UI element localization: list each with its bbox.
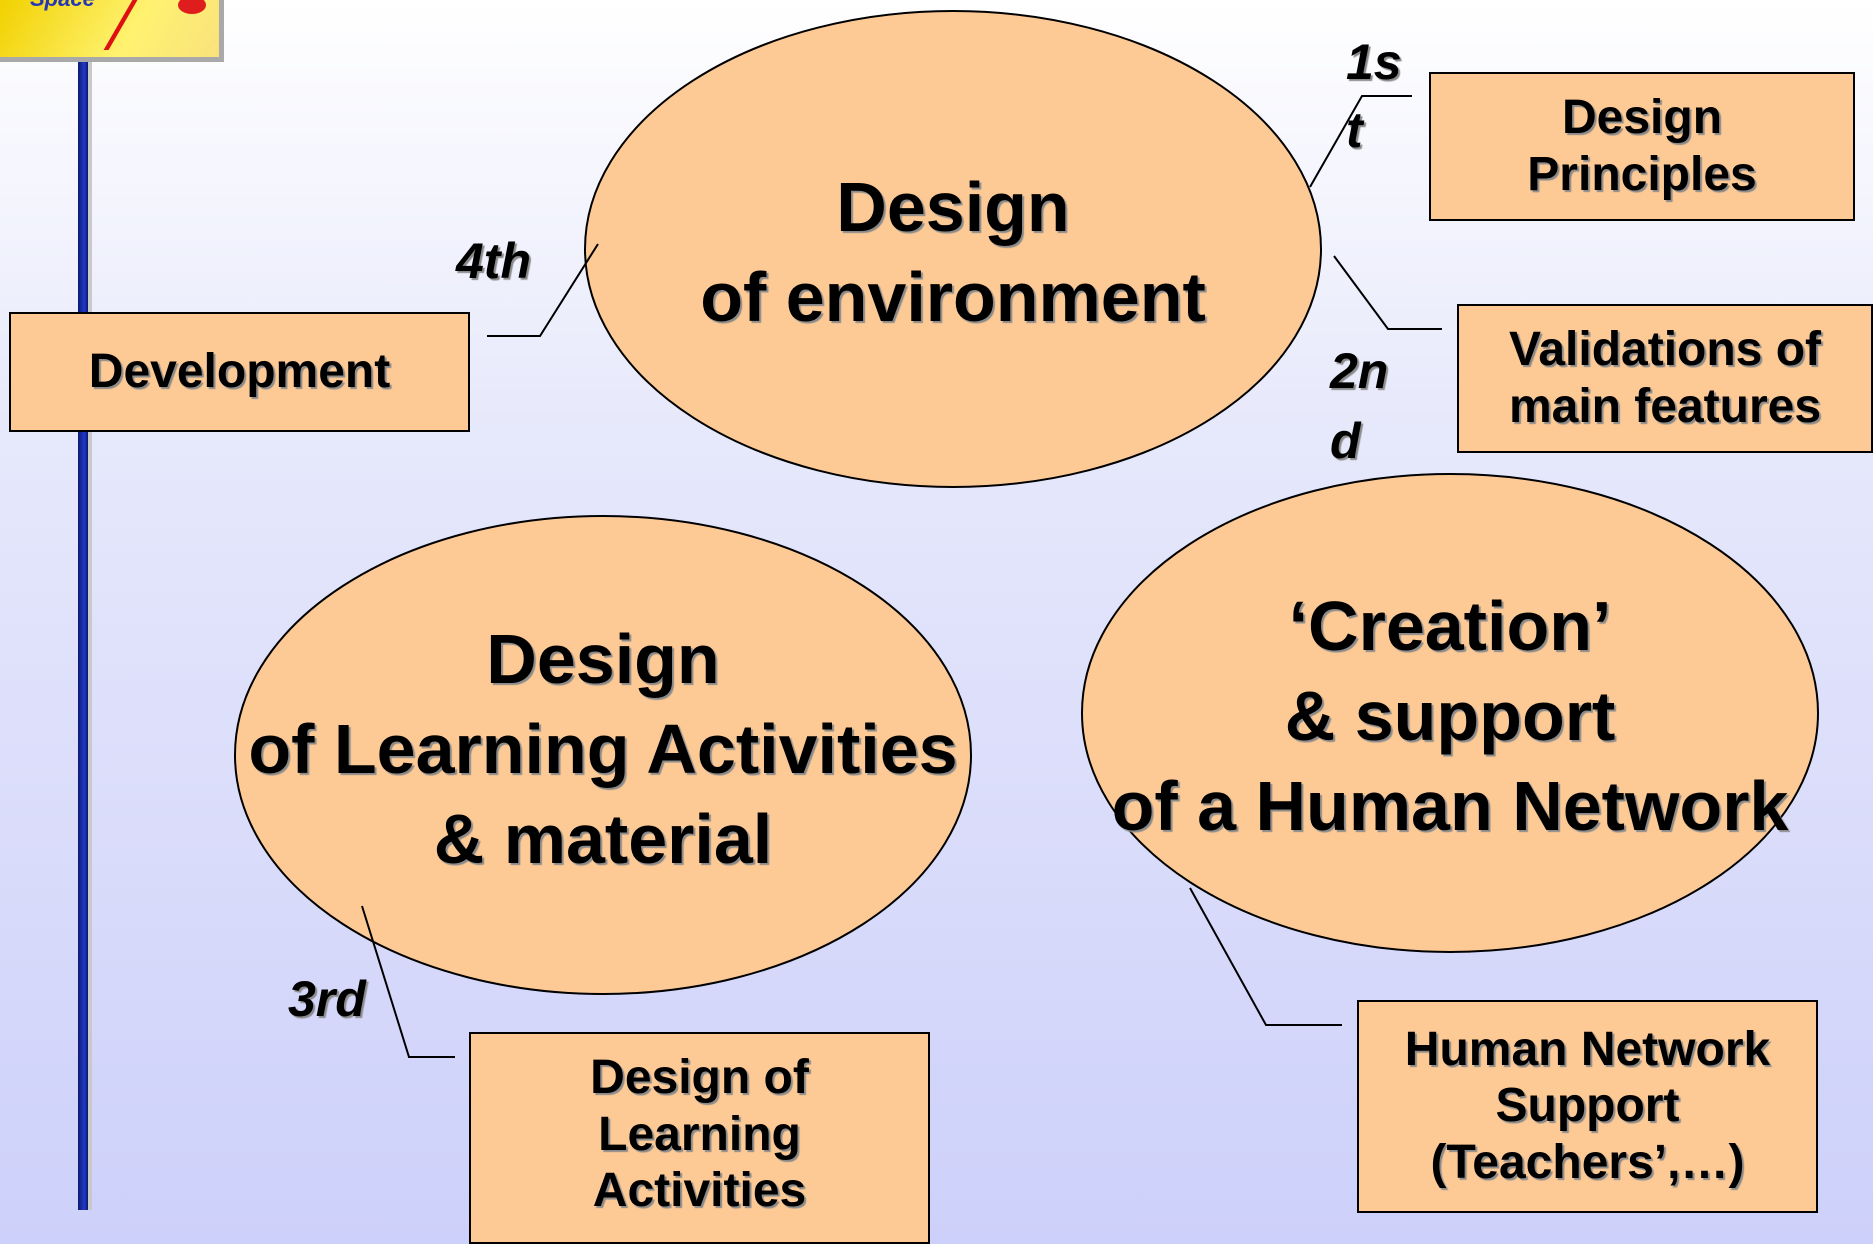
connector-network — [1189, 887, 1342, 1026]
box-learning-activities: Design of Learning Activities — [469, 1032, 930, 1244]
connector-second — [1333, 255, 1442, 330]
connector-fourth — [487, 243, 599, 337]
connector-third — [361, 905, 455, 1058]
node-network-label: ‘Creation’ & support of a Human Network — [1111, 587, 1789, 845]
box-design-principles: Design Principles — [1429, 72, 1855, 221]
connector-first — [1309, 95, 1412, 188]
ordinal-second: 2n d — [1330, 343, 1389, 469]
box-development: Development — [9, 312, 470, 432]
ellipse-network — [1081, 473, 1819, 953]
box-validations: Validations of main features — [1457, 304, 1873, 453]
ellipse-learning — [234, 515, 972, 995]
node-learning-label: Design of Learning Activities & material — [248, 620, 958, 878]
logo-text: Space — [30, 0, 95, 12]
ordinal-fourth: 4th — [456, 233, 531, 289]
logo: Space — [0, 0, 224, 62]
ellipse-environment — [584, 10, 1322, 488]
node-environment-label: Design of environment — [700, 168, 1206, 336]
box-network-support: Human Network Support (Teachers’,…) — [1357, 1000, 1818, 1213]
logo-dot — [178, 0, 206, 14]
ordinal-third: 3rd — [288, 971, 366, 1027]
ordinal-first: 1s t — [1346, 34, 1402, 158]
